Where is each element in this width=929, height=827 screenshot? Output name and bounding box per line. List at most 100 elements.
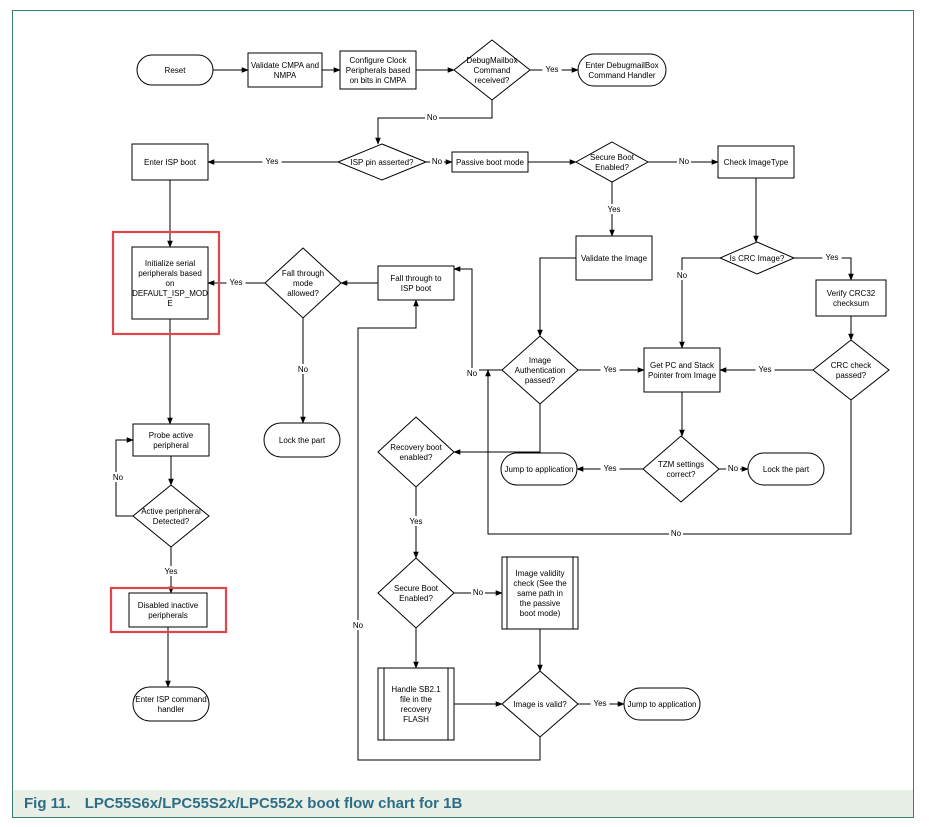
- flow-edge: No: [351, 299, 541, 761]
- node-text: Enter ISP boot: [144, 158, 197, 167]
- node-text: Lock the part: [279, 436, 326, 445]
- node-text: Secure Boot: [394, 584, 439, 593]
- node-text: Check ImageType: [724, 158, 789, 167]
- node-text: check (See the: [513, 579, 567, 588]
- node-text: DebugMailbox: [466, 56, 517, 65]
- edge-label: No: [113, 473, 124, 482]
- node-text: ISP pin asserted?: [350, 158, 414, 167]
- flow-edge: Yes: [578, 698, 625, 708]
- edge-label: No: [298, 365, 309, 374]
- node-check-image-type: Check ImageType: [717, 145, 795, 179]
- highlight-disabled-inactive: [109, 586, 228, 634]
- flow-edge: No: [675, 257, 720, 349]
- node-text: E: [167, 299, 172, 308]
- edge-label: No: [679, 157, 690, 166]
- edge-label: No: [353, 621, 364, 630]
- flow-edge: [453, 404, 541, 455]
- node-text: Enter DebugmailBox: [585, 61, 658, 70]
- node-text: Image: [529, 356, 552, 365]
- node-text: recovery: [401, 705, 432, 714]
- figure-number: Fig 11.: [24, 795, 71, 812]
- node-text: Is CRC Image?: [730, 254, 785, 263]
- node-text: peripherals: [148, 611, 188, 620]
- node-text: received?: [475, 76, 510, 85]
- edge-label: Yes: [545, 65, 558, 74]
- node-text: Authentication: [515, 366, 566, 375]
- edge-label: No: [671, 529, 682, 538]
- flow-edge: Yes: [161, 547, 181, 594]
- node-enter-isp-boot: Enter ISP boot: [131, 143, 209, 181]
- node-text: passed?: [525, 376, 556, 385]
- flow-edge: Yes: [578, 364, 645, 374]
- edge-label: Yes: [603, 464, 616, 473]
- edge-label: No: [427, 113, 438, 122]
- node-text: Probe active: [149, 431, 194, 440]
- node-text: Reset: [165, 66, 187, 75]
- node-text: Validate the Image: [581, 254, 648, 263]
- node-text: mode: [293, 279, 314, 288]
- node-text: FLASH: [403, 715, 429, 724]
- node-text: handler: [158, 705, 185, 714]
- node-text: same path in: [517, 589, 563, 598]
- edge-label: Yes: [265, 157, 278, 166]
- highlight-init-serial: [111, 230, 221, 336]
- node-text: on bits in CMPA: [350, 76, 407, 85]
- flow-edge: Yes: [406, 487, 426, 559]
- node-text: ISP boot: [401, 284, 432, 293]
- flow-edge: No: [719, 463, 749, 473]
- node-text: Handle SB2.1: [391, 685, 441, 694]
- node-text: passed?: [836, 371, 867, 380]
- node-text: Fall through: [282, 269, 324, 278]
- flow-edge: Yes: [207, 277, 265, 287]
- edge-label: No: [432, 157, 443, 166]
- node-text: on: [166, 279, 175, 288]
- node-text: boot mode): [520, 609, 561, 618]
- node-text: Detected?: [153, 517, 190, 526]
- flow-edge: Yes: [719, 364, 813, 374]
- node-text: Recovery boot: [390, 443, 442, 452]
- node-text: Image is valid?: [513, 700, 567, 709]
- node-text: Passive boot mode: [456, 158, 525, 167]
- flow-edge: Yes: [207, 156, 338, 166]
- node-text: correct?: [667, 470, 696, 479]
- node-text: checksum: [833, 299, 869, 308]
- node-text: CRC check: [831, 361, 872, 370]
- caption-bar: [13, 790, 913, 817]
- flow-edge: Yes: [530, 64, 579, 74]
- node-image-valid: Image is valid?: [501, 670, 579, 738]
- flow-edge: No: [648, 156, 719, 166]
- node-text: allowed?: [287, 289, 319, 298]
- edge-label: Yes: [825, 253, 838, 262]
- flow-edge: No: [375, 100, 493, 145]
- node-text: Command: [474, 66, 511, 75]
- edge-label: No: [728, 464, 739, 473]
- node-text: Disabled inactive: [138, 601, 199, 610]
- node-text: Jump to application: [505, 465, 574, 474]
- node-text: Command Handler: [588, 71, 655, 80]
- node-lock-part-2: Lock the part: [747, 452, 825, 486]
- node-text: Peripherals based: [346, 66, 410, 75]
- node-text: Image validity: [516, 569, 565, 578]
- flow-edge: No: [453, 266, 502, 378]
- edge-label: Yes: [593, 699, 606, 708]
- node-text: Enabled?: [399, 594, 433, 603]
- node-reset: Reset: [136, 54, 214, 86]
- node-text: Get PC and Stack: [650, 361, 715, 370]
